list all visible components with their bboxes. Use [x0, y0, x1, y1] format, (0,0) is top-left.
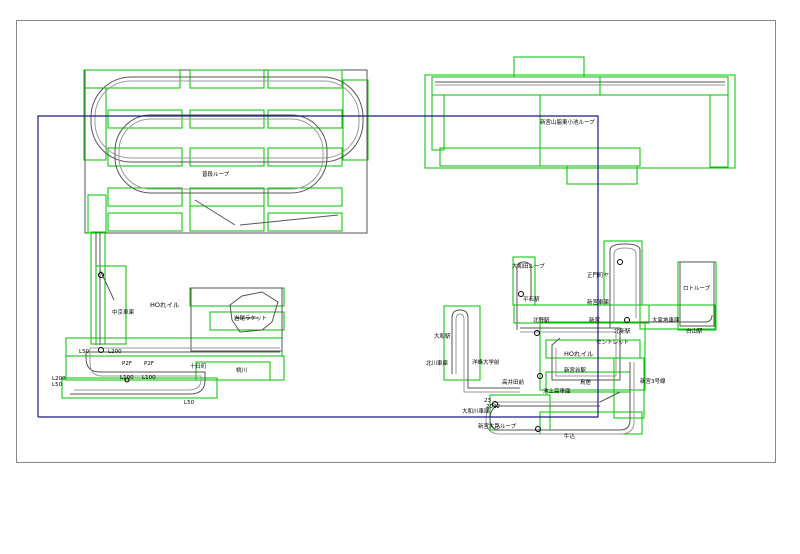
label-sengoku: 新宮: [589, 316, 601, 324]
label-ritsuo-loop: ロトループ: [683, 285, 711, 292]
label-rocket: 岩尾ラケット: [234, 314, 267, 322]
label-nakajima: 池上高車庫: [543, 387, 571, 395]
label-p2f-a: P2F: [122, 361, 132, 367]
label-yukkaido: 桃川: [236, 366, 247, 374]
label-l200-side: L200: [52, 376, 66, 382]
label-daitaka: 高井田前: [502, 378, 525, 386]
label-kahoku-depot: 新宮車庫: [587, 298, 610, 306]
label-ekimae: 鳥居: [580, 378, 592, 386]
label-rinkan: 北新駅: [614, 327, 631, 335]
label-central-depot: セントレット: [596, 339, 629, 346]
label-mizuho: 大和駅: [434, 332, 451, 340]
label-okubo-loop: 大和田ループ: [512, 262, 545, 270]
label-l100-b: L100: [142, 375, 156, 381]
label-l50-bottom: L50: [184, 400, 195, 406]
label-p2f-b: P2F: [144, 361, 154, 367]
label-uno: 大和川車庫: [462, 407, 490, 415]
left-loop-module: [83, 69, 369, 234]
label-l50-side: L50: [52, 382, 63, 388]
sheet-border: [16, 20, 776, 463]
label-ho-layout: HOれイル: [150, 301, 180, 309]
label-midorigaoka-depot: 新宮大路ループ: [478, 422, 517, 430]
label-tenjin: 新宮谷駅: [564, 366, 587, 374]
label-l200-top: L200: [108, 349, 122, 355]
label-s22: 2022: [486, 404, 500, 410]
label-saitama: 洋峰大学前: [472, 358, 500, 366]
label-hamadaoka: 大家地車庫: [652, 316, 680, 324]
label-depot-left: 中京車庫: [112, 308, 135, 316]
label-ho-layout-2: HOれイル: [564, 350, 594, 358]
label-oda-loop: 正門町ヤ: [587, 272, 610, 279]
station-markers: [98, 259, 630, 432]
label-yukogaoka: 北野駅: [533, 316, 550, 324]
label-l100-a: L100: [120, 375, 134, 381]
label-nishiwasato: 平石駅: [523, 296, 540, 303]
label-shiraishi: 白山駅: [686, 327, 703, 335]
label-jukkenzaka: 十日町: [190, 362, 207, 370]
label-ushiwaka: 牛込: [564, 432, 576, 440]
label-koshigoe: 新宮3号線: [640, 377, 666, 385]
right-loop-module: [424, 56, 736, 185]
label-s23: 23: [484, 398, 491, 404]
left-ho-module: [61, 231, 285, 399]
overlay-frame: [37, 115, 599, 418]
right-ho-module: [443, 240, 717, 435]
label-kitaaoi: 北川車庫: [426, 359, 449, 367]
label-loop-right: 新宮山脇東小池ループ: [540, 118, 595, 126]
label-loop-left: 普段ループ: [202, 170, 230, 178]
label-l50-top: L50: [79, 349, 90, 355]
